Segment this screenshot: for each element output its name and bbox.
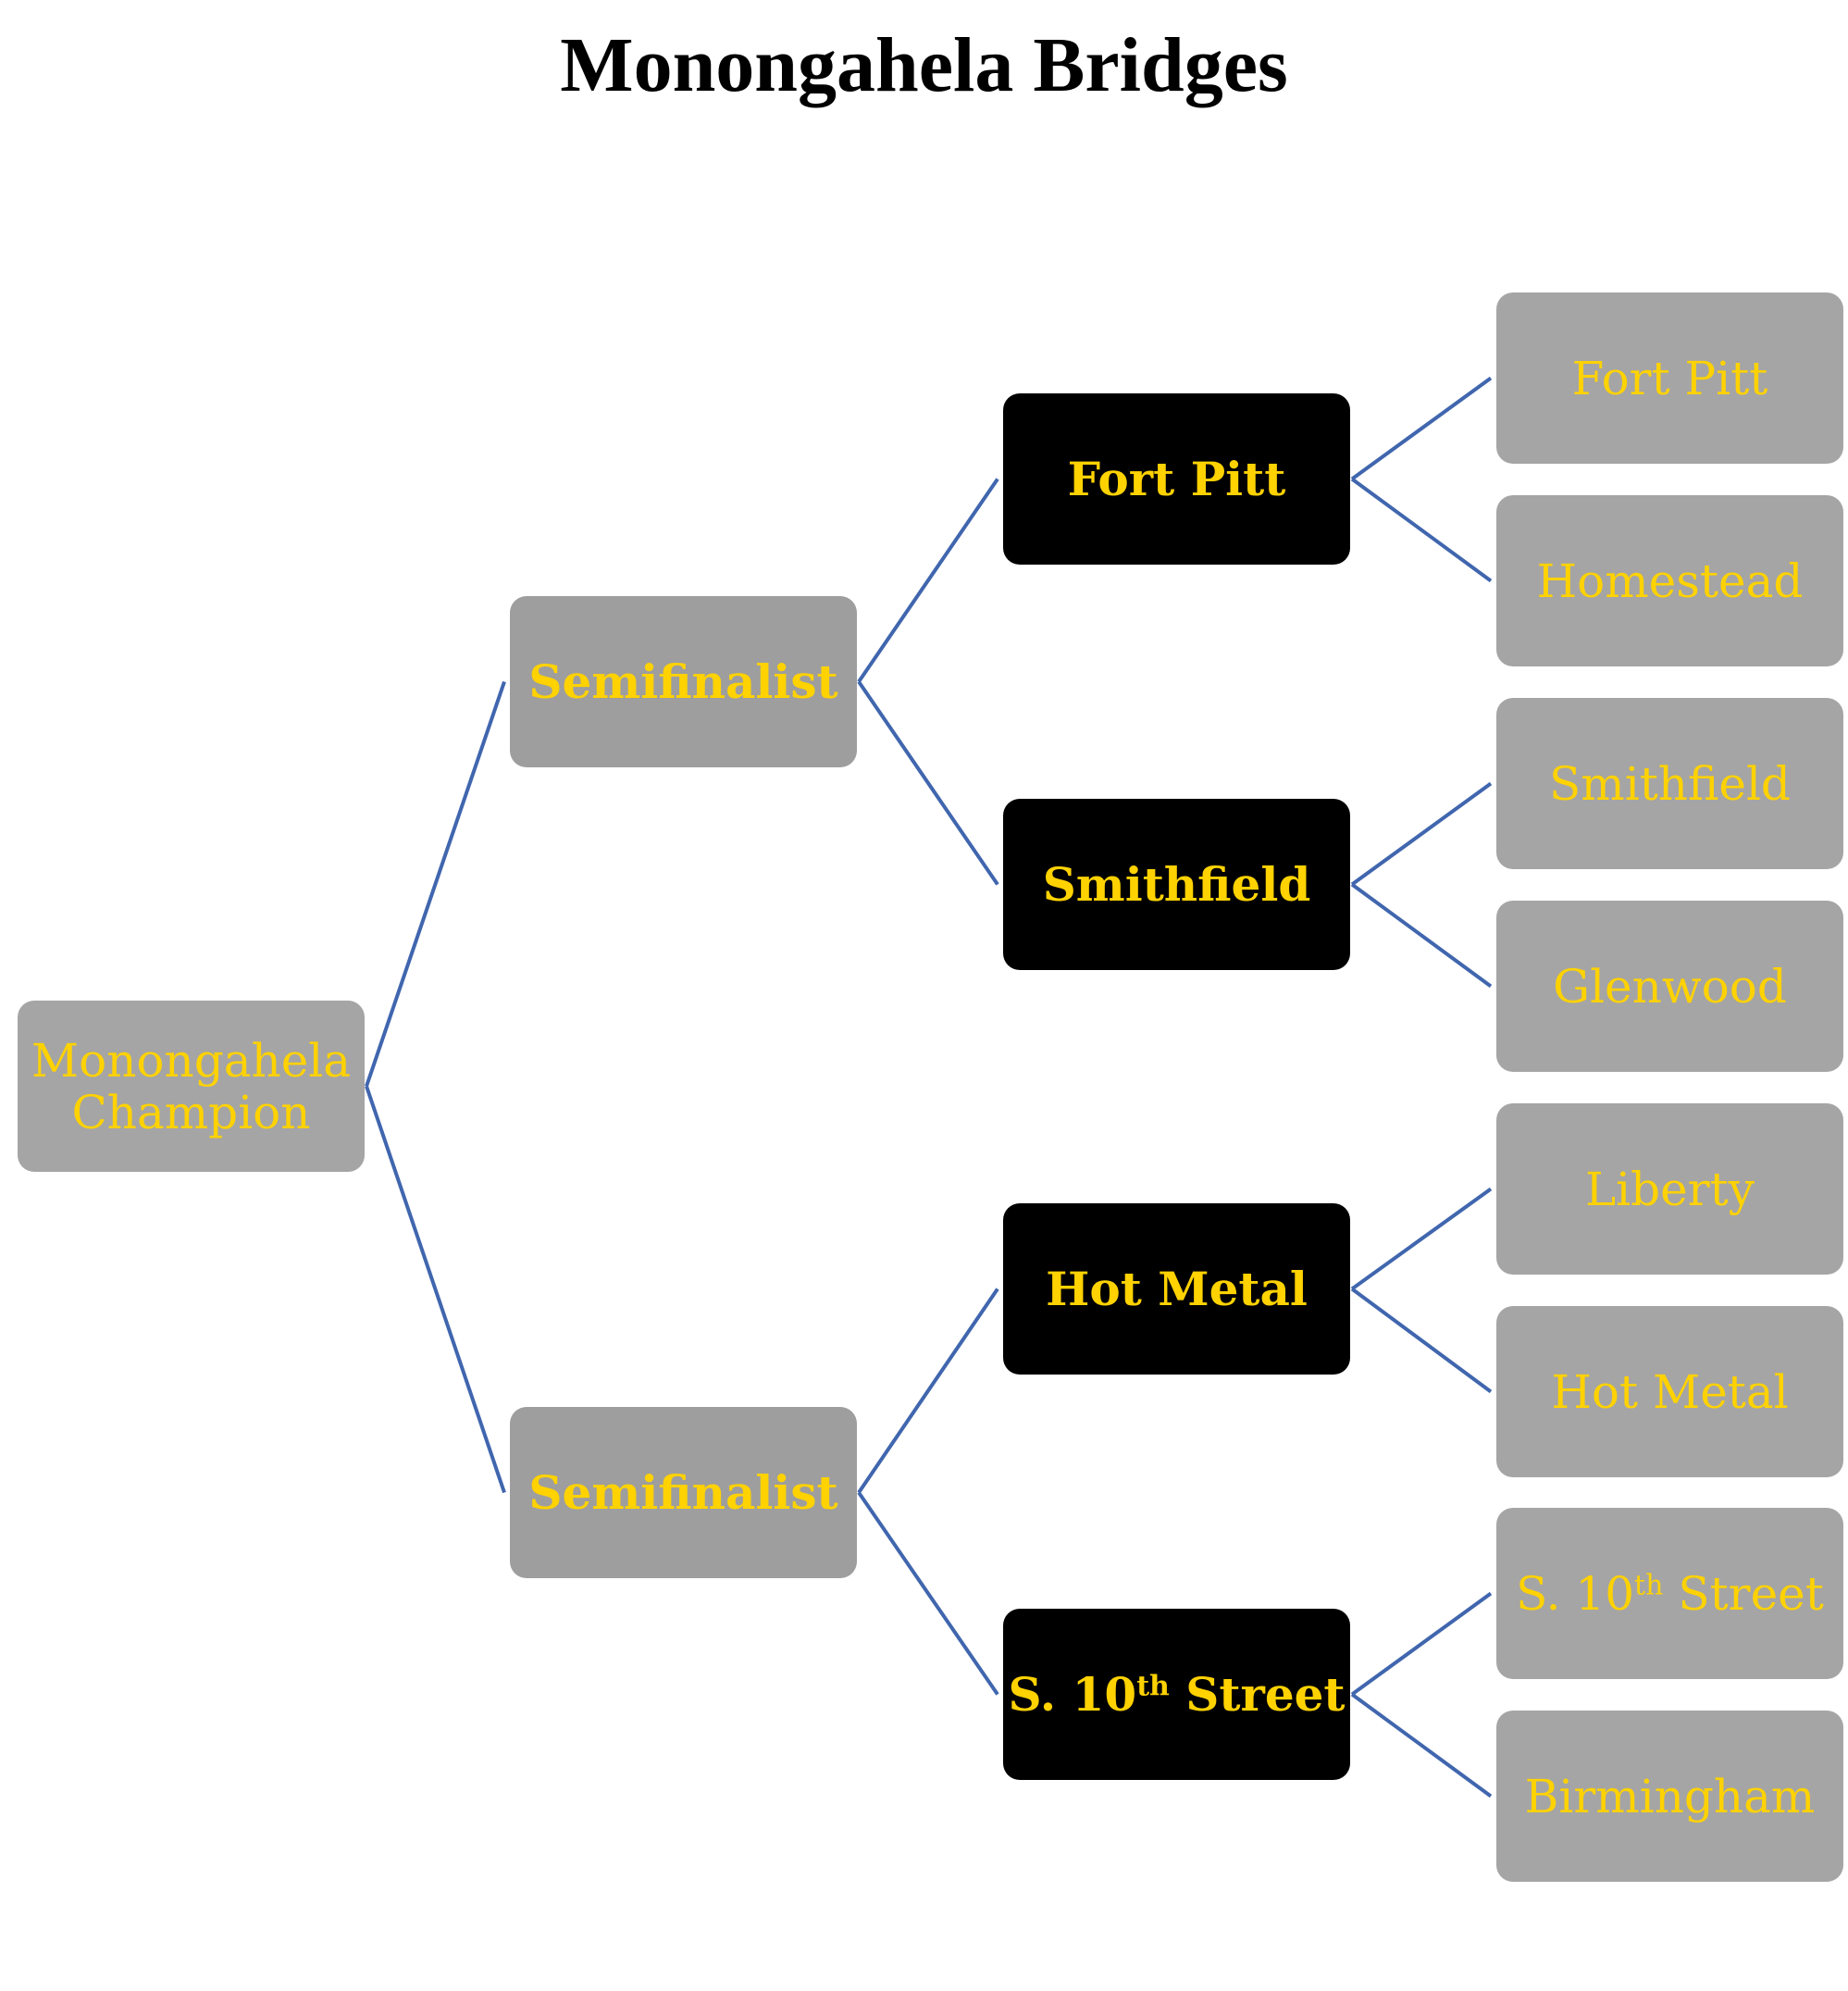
- connector-qf-entrant: [1350, 882, 1493, 989]
- connector-champion-semi-bottom: [365, 1085, 506, 1494]
- quarterfinal-box-smithfield: Smithfield: [1003, 799, 1350, 970]
- entrant-box-fort-pitt: Fort Pitt: [1496, 292, 1843, 464]
- connector-qf-entrant: [1350, 1287, 1493, 1394]
- entrant-label: Homestead: [1536, 554, 1804, 608]
- entrant-label: Fort Pitt: [1571, 351, 1768, 405]
- connector-qf-entrant: [1350, 1591, 1493, 1697]
- entrant-box-s-10th-street: S. 10th Street: [1496, 1508, 1843, 1679]
- connector-qf-entrant: [1350, 477, 1493, 583]
- diagram-title: Monongahela Bridges: [560, 22, 1288, 108]
- connector-champion-semi-top: [365, 680, 506, 1088]
- quarterfinal-label: S. 10th Street: [1008, 1666, 1346, 1722]
- semifinalist-box-bottom: Semifinalist: [510, 1407, 857, 1578]
- entrant-label: Birmingham: [1524, 1769, 1816, 1823]
- quarterfinal-label: Smithfield: [1042, 856, 1311, 912]
- champion-label: Monongahela Champion: [31, 1035, 351, 1139]
- champion-box: Monongahela Champion: [18, 1001, 365, 1172]
- entrant-box-homestead: Homestead: [1496, 495, 1843, 666]
- champion-label-line-2: Champion: [71, 1085, 311, 1139]
- connector-qf-entrant: [1350, 781, 1493, 887]
- entrant-label: Smithfield: [1549, 756, 1791, 811]
- quarterfinal-box-hot-metal: Hot Metal: [1003, 1203, 1350, 1375]
- connector-semi-s-10th-street: [857, 1491, 999, 1696]
- connector-semi-smithfield: [857, 680, 999, 886]
- entrant-box-liberty: Liberty: [1496, 1103, 1843, 1275]
- champion-label-line-1: Monongahela: [31, 1033, 352, 1088]
- entrant-box-smithfield: Smithfield: [1496, 698, 1843, 869]
- quarterfinal-label: Hot Metal: [1046, 1261, 1308, 1316]
- quarterfinal-box-fort-pitt: Fort Pitt: [1003, 393, 1350, 565]
- entrant-box-birmingham: Birmingham: [1496, 1711, 1843, 1882]
- connector-qf-entrant: [1350, 1692, 1493, 1798]
- quarterfinal-box-s-10th-street: S. 10th Street: [1003, 1609, 1350, 1780]
- connector-semi-fort-pitt: [857, 478, 999, 683]
- connector-qf-entrant: [1350, 376, 1493, 481]
- entrant-label: Liberty: [1584, 1162, 1755, 1216]
- connector-semi-hot-metal: [857, 1288, 999, 1494]
- entrant-box-hot-metal: Hot Metal: [1496, 1306, 1843, 1477]
- entrant-label: S. 10th Street: [1516, 1566, 1824, 1621]
- connector-qf-entrant: [1350, 1187, 1493, 1291]
- quarterfinal-label: Fort Pitt: [1067, 451, 1286, 506]
- semifinalist-label: Semifinalist: [528, 1464, 838, 1520]
- semifinalist-box-top: Semifinalist: [510, 596, 857, 767]
- semifinalist-label: Semifinalist: [528, 653, 838, 709]
- entrant-label: Glenwood: [1553, 959, 1787, 1014]
- entrant-label: Hot Metal: [1551, 1364, 1789, 1419]
- entrant-box-glenwood: Glenwood: [1496, 901, 1843, 1072]
